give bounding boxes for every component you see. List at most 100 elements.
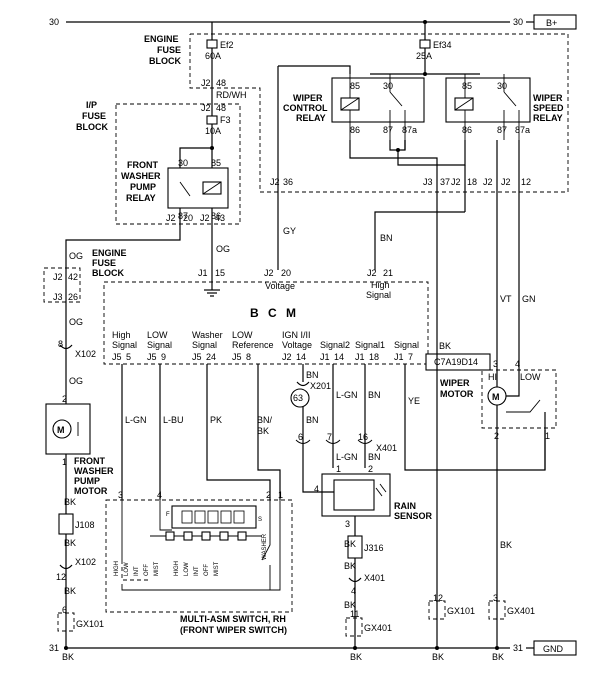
wire-og-4: OG: [69, 376, 83, 386]
pin-20b: 20: [281, 268, 291, 278]
fuse-ef2-label: Ef2: [220, 40, 234, 50]
pin-12: 12: [521, 177, 531, 187]
bcm-pin-label-1: LOW: [147, 330, 168, 340]
bcm-pin-label-1: Washer: [192, 330, 223, 340]
wire-bn-5: BN: [368, 452, 381, 462]
ip-fuse-block: I/P FUSE BLOCK J2 48 F3 10A: [76, 100, 241, 225]
wm-pin-1: 1: [545, 431, 550, 441]
efb2-title-3: BLOCK: [92, 268, 124, 278]
conn-x102: X102: [75, 349, 96, 359]
connector-x401b-icon: [348, 577, 362, 583]
gnd-label: GND: [543, 644, 564, 654]
wire-bk-rs3: BK: [344, 600, 356, 610]
sw-pin-1: 1: [278, 490, 283, 500]
ipfb-title-3: BLOCK: [76, 122, 108, 132]
switch-position-label: MIST: [154, 561, 160, 576]
rain-sensor-title-1: RAIN: [394, 501, 416, 511]
rail-top-number-right: 30: [513, 17, 523, 27]
wire-bn-4: BN: [368, 390, 381, 400]
fwr-title-2: WASHER: [121, 171, 161, 181]
conn-j316: J316: [364, 543, 384, 553]
wcr-title-1: WIPER: [293, 93, 323, 103]
efb-title-2: FUSE: [157, 45, 181, 55]
switch-washer-label: WASHER: [262, 533, 268, 560]
wire-bk-wm: BK: [439, 341, 451, 351]
conn-j3-26: J3: [53, 292, 63, 302]
engine-fuse-block-left: ENGINE FUSE BLOCK OG J2 42 J3 26 OG 8 X1…: [43, 248, 127, 404]
wiper-speed-relay: WIPER SPEED RELAY 85 30 86 87 87a: [445, 74, 564, 140]
rain-sensor: RAIN SENSOR 4 1 2 3 J316 BK BK X401 4 BK…: [302, 464, 433, 662]
conn-gx101b: GX101: [447, 606, 475, 616]
pin-36: 36: [283, 177, 293, 187]
bcm-pin-number: 24: [206, 352, 216, 362]
wire-lgn-1: L-GN: [125, 415, 147, 425]
rain-sensor-title-2: SENSOR: [394, 511, 433, 521]
fuse-ef2-icon: [206, 39, 218, 49]
ipfb-title-1: I/P: [86, 100, 97, 110]
bcm-high-label: High: [371, 280, 390, 290]
bcm-pin-conn: J5: [147, 352, 157, 362]
wire-og-2: OG: [69, 251, 83, 261]
wsr-pin-30: 30: [497, 81, 507, 91]
wire-bn-2: BN: [306, 370, 319, 380]
wire-ye: YE: [408, 396, 420, 406]
connector-x102b-icon: [59, 564, 73, 570]
sensor-diode-icon: [375, 487, 383, 497]
wire-b-fwm: BK: [62, 652, 74, 662]
wm-low-label: LOW: [520, 372, 541, 382]
efb2-title-2: FUSE: [92, 258, 116, 268]
conn-j2-48b: J2: [201, 103, 211, 113]
svg-text:M: M: [492, 392, 500, 402]
bcm-pin-number: 9: [161, 352, 166, 362]
wire-gy: GY: [283, 226, 296, 236]
wire-og-1: OG: [216, 244, 230, 254]
wcr-pin-30: 30: [383, 81, 393, 91]
bcm-pin-conn: J1: [320, 352, 330, 362]
conn-gx101: GX101: [76, 619, 104, 629]
bcm-pin-conn: J5: [112, 352, 122, 362]
bcm-pin-label-2: Signal: [192, 340, 217, 350]
bcm-pin-number: 5: [126, 352, 131, 362]
conn-x401b: X401: [364, 573, 385, 583]
bcm-pin-label-1: LOW: [232, 330, 253, 340]
fuse-f3-label: F3: [220, 115, 231, 125]
wcr-pin-87: 87: [383, 125, 393, 135]
wire-bnbk-2: BK: [257, 426, 269, 436]
wire-lgn-3: L-GN: [336, 452, 358, 462]
gx401b-pin-11: 11: [350, 609, 359, 619]
bcm-pin-label-2: Reference: [232, 340, 274, 350]
gx101b-pin-12: 12: [433, 593, 443, 603]
wire-pk: PK: [210, 415, 222, 425]
wsr-title-2: SPEED: [533, 103, 564, 113]
pin-15: 15: [215, 268, 225, 278]
fwr-pin-87: 87: [178, 211, 188, 221]
fwr-title-1: FRONT: [127, 160, 158, 170]
wsr-pin-87: 87: [497, 125, 507, 135]
conn-j108: J108: [75, 520, 95, 530]
fwm-pin-1: 1: [62, 457, 67, 467]
bcm-pin-conn: J5: [192, 352, 202, 362]
x401-pin-16: 16: [358, 432, 368, 442]
wm-hi-label: HI: [488, 372, 497, 382]
wiper-motor: C7A19D14 WIPER MOTOR HI LOW 3 4 2 1 M BK…: [425, 341, 557, 662]
pin-18: 18: [467, 177, 477, 187]
fwr-title-3: PUMP: [130, 182, 156, 192]
connector-x102-icon: [59, 344, 73, 350]
wiper-control-relay: WIPER CONTROL RELAY 85 30 86 87 87a: [283, 74, 425, 140]
bcm-pin-number: 14: [334, 352, 344, 362]
fwm-title-4: MOTOR: [74, 486, 108, 496]
wire-rdwh: RD/WH: [216, 90, 247, 100]
wm-pin-4: 4: [515, 359, 520, 369]
bcm-pin-label-2: Signal: [394, 340, 419, 350]
switch-position-label: OFF: [204, 564, 210, 576]
fwr-pin-85: 85: [211, 158, 221, 168]
pin-37: 37: [440, 177, 450, 187]
fuse-f3-icon: [206, 115, 218, 125]
fwm-pin-2: 2: [62, 394, 67, 404]
conn-j2-20b: J2: [264, 268, 274, 278]
wire-bk-fwm3: BK: [64, 586, 76, 596]
motor-icon: [52, 419, 72, 439]
rail-bottom-number: 31: [49, 643, 59, 653]
